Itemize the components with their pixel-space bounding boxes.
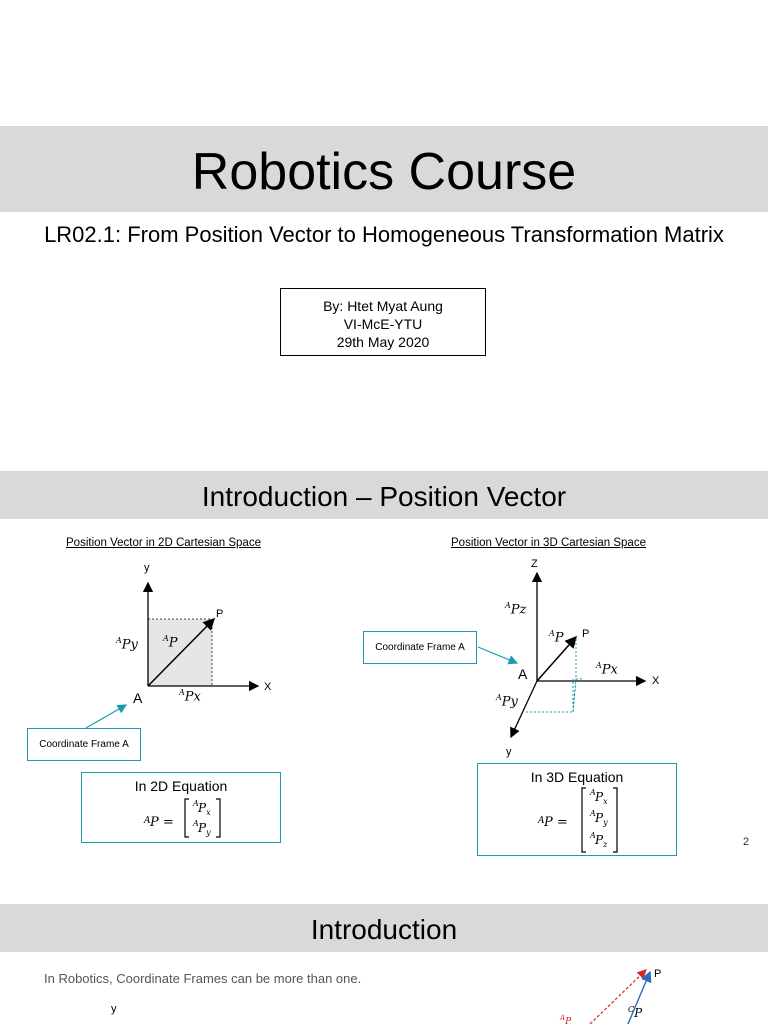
slide-subtitle: LR02.1: From Position Vector to Homogene… <box>44 222 724 247</box>
section-band: Introduction – Position Vector <box>0 471 768 519</box>
callout-frame-a-3d: Coordinate Frame A <box>363 631 477 664</box>
callout-arrow <box>85 704 128 729</box>
title-band: Robotics Course <box>0 126 768 212</box>
py-label: APy <box>116 636 138 653</box>
x-axis-label-3d: X <box>652 675 660 687</box>
author-date: 29th May 2020 <box>336 334 430 350</box>
svg-text:A: A <box>192 819 199 828</box>
caption-2d: Position Vector in 2D Cartesian Space <box>66 537 261 549</box>
origin-label-3d: A <box>518 666 528 682</box>
svg-text:Px: Px <box>594 790 608 806</box>
equation-title-2d: In 2D Equation <box>134 778 228 794</box>
diagram-3d <box>477 571 647 739</box>
slide-title: Robotics Course <box>191 143 577 201</box>
px-label-3d: APx <box>596 661 618 678</box>
vector-a-p <box>589 969 647 1024</box>
svg-text:Py: Py <box>594 811 608 827</box>
origin-label: A <box>133 690 143 706</box>
intro-text: In Robotics, Coordinate Frames can be mo… <box>44 971 362 986</box>
equation-2d: A P = A Px A Py <box>143 798 221 838</box>
equation-3d: A P = A Px A Py A Pz <box>537 787 618 853</box>
callout-frame-a-2d: Coordinate Frame A <box>27 728 141 761</box>
section-title-3: Introduction <box>310 914 458 945</box>
svg-text:A: A <box>589 831 596 840</box>
projection-lines <box>526 639 583 713</box>
svg-text:P =: P = <box>543 815 568 830</box>
pz-label: APz <box>505 601 527 618</box>
diagram-2d <box>85 581 260 729</box>
svg-text:A: A <box>192 799 199 808</box>
page-number: 2 <box>743 836 750 848</box>
equation-box-3d: In 3D Equation A P = A Px A Py A Pz <box>477 763 677 856</box>
caption-3d: Position Vector in 3D Cartesian Space <box>451 537 646 549</box>
svg-text:A: A <box>589 788 596 797</box>
svg-text:A: A <box>143 816 151 826</box>
p-label-3d: AP <box>549 629 564 646</box>
author-box: By: Htet Myat Aung VI-McE-YTU 29th May 2… <box>280 288 486 356</box>
equation-box-2d: In 2D Equation A P = A Px A Py <box>81 772 281 843</box>
position-vector <box>147 617 216 687</box>
svg-text:A: A <box>537 816 545 826</box>
position-vector-3d <box>536 635 577 682</box>
cp-label: CP <box>628 1005 643 1020</box>
x-axis-label: X <box>264 681 272 693</box>
callout-arrow-3d <box>477 646 519 665</box>
z-axis-label: Z <box>531 558 538 570</box>
frames-diagram <box>589 969 652 1024</box>
svg-text:Py: Py <box>197 821 211 837</box>
y-axis-label-slide3: y <box>111 1003 117 1015</box>
author-name: By: Htet Myat Aung <box>323 298 443 314</box>
point-label-3d: P <box>582 628 590 640</box>
y-axis-label: y <box>144 562 150 574</box>
author-affiliation: VI-McE-YTU <box>343 316 423 332</box>
svg-text:A: A <box>589 809 596 818</box>
vector-c-p <box>627 970 652 1024</box>
svg-text:Pz: Pz <box>594 833 608 849</box>
point-label-slide3: P <box>654 968 662 980</box>
px-label: APx <box>179 688 201 705</box>
section-title: Introduction – Position Vector <box>201 481 567 512</box>
svg-text:P =: P = <box>149 815 174 830</box>
ap-label: AP <box>560 1014 572 1027</box>
equation-title-3d: In 3D Equation <box>530 769 624 785</box>
y-axis-label-3d: y <box>506 746 512 758</box>
y-axis-3d <box>510 680 538 739</box>
svg-text:Px: Px <box>197 801 211 817</box>
py-label-3d: APy <box>496 693 518 710</box>
point-label: P <box>216 608 224 620</box>
section-band-3: Introduction <box>0 904 768 952</box>
p-label: AP <box>163 634 178 651</box>
